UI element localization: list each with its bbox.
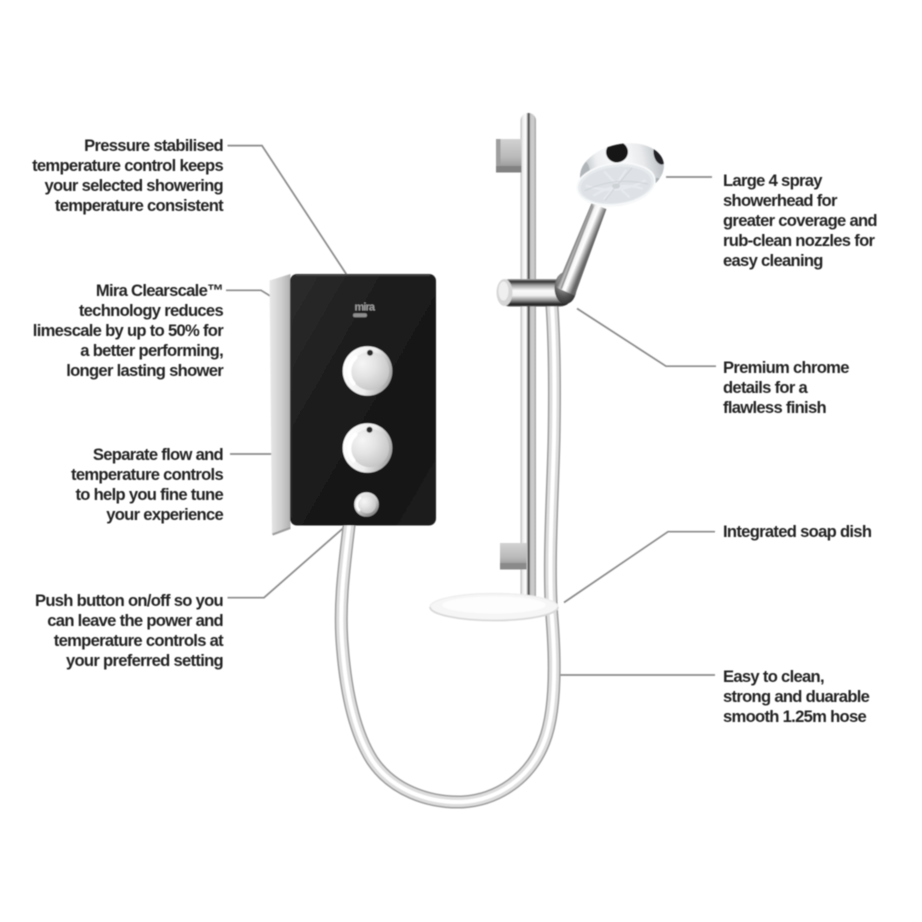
svg-text:mira: mira	[355, 302, 376, 314]
